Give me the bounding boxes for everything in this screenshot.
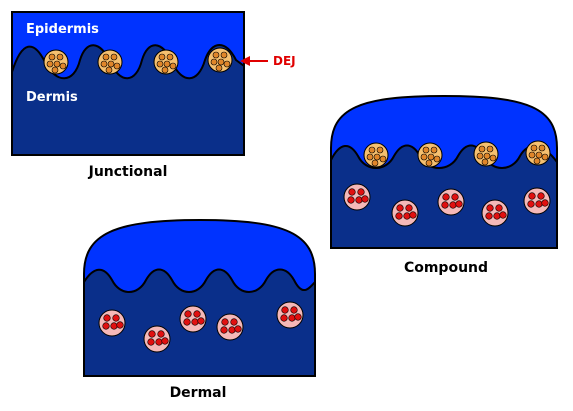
dermal-nest (179, 305, 207, 333)
junctional-border (11, 11, 245, 156)
compound-junctional-nest (417, 142, 443, 168)
dermal-nest (216, 313, 244, 341)
junctional-caption: Junctional (88, 164, 168, 180)
compound-panel: Compound (330, 94, 558, 276)
epidermis-label: Epidermis (26, 22, 99, 37)
compound-dermal-nest (391, 199, 419, 227)
junctional-nest (43, 49, 69, 75)
dermal-caption: Dermal (170, 385, 227, 401)
dermis-label: Dermis (26, 90, 78, 105)
compound-dermal-nest (343, 183, 371, 211)
junctional-panel: Epidermis Dermis DEJ Junctional (11, 11, 296, 180)
compound-junctional-nest (473, 141, 499, 167)
junctional-nest (153, 49, 179, 75)
compound-caption: Compound (404, 260, 488, 276)
compound-border (330, 94, 558, 249)
dej-label: DEJ (273, 54, 296, 68)
junctional-nest (207, 47, 233, 73)
dermal-panel: Dermal (83, 218, 316, 401)
compound-dermal-nest (481, 199, 509, 227)
dermal-nest (98, 309, 126, 337)
compound-junctional-nest (363, 142, 389, 168)
dej-arrow (240, 56, 268, 66)
junctional-nest (97, 49, 123, 75)
compound-junctional-nest (525, 140, 551, 166)
dermal-nest (276, 301, 304, 329)
compound-dermal-nest (437, 188, 465, 216)
dermal-border (83, 218, 316, 377)
dermal-nest (143, 325, 171, 353)
compound-dermal-nest (523, 187, 551, 215)
